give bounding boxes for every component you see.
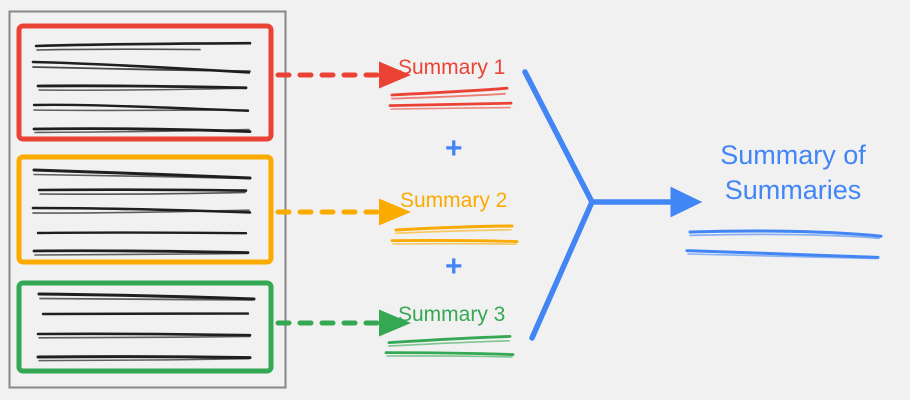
chunk-box-3[interactable] — [16, 280, 274, 374]
plus-operator-1: + — [445, 132, 463, 165]
merge-connector — [522, 69, 703, 341]
final-summary-squiggle — [685, 229, 883, 260]
plus-operator-2: + — [445, 250, 463, 283]
chunk-3-text-lines — [36, 292, 256, 362]
summary-3-squiggle — [384, 335, 515, 358]
chunk-box-3-border — [16, 280, 274, 374]
summary-1-label: Summary 1 — [398, 56, 506, 79]
summary-3-label: Summary 3 — [398, 303, 506, 326]
chunk-1-text-lines — [31, 41, 252, 134]
source-document-frame — [8, 10, 287, 389]
chunk-box-1-border — [16, 23, 274, 142]
summary-1-squiggle — [388, 86, 513, 110]
chunk-box-1[interactable] — [16, 23, 274, 142]
chunk-2-text-lines — [31, 168, 252, 256]
summary-2-squiggle — [390, 224, 519, 245]
chunk-box-2[interactable] — [16, 154, 274, 265]
chunk-box-2-border — [16, 154, 274, 265]
final-summary-label: Summary of Summaries — [693, 138, 893, 207]
summary-2-label: Summary 2 — [400, 189, 508, 212]
final-summary-line-1: Summary of — [720, 140, 866, 170]
final-summary-line-2: Summaries — [724, 174, 862, 205]
